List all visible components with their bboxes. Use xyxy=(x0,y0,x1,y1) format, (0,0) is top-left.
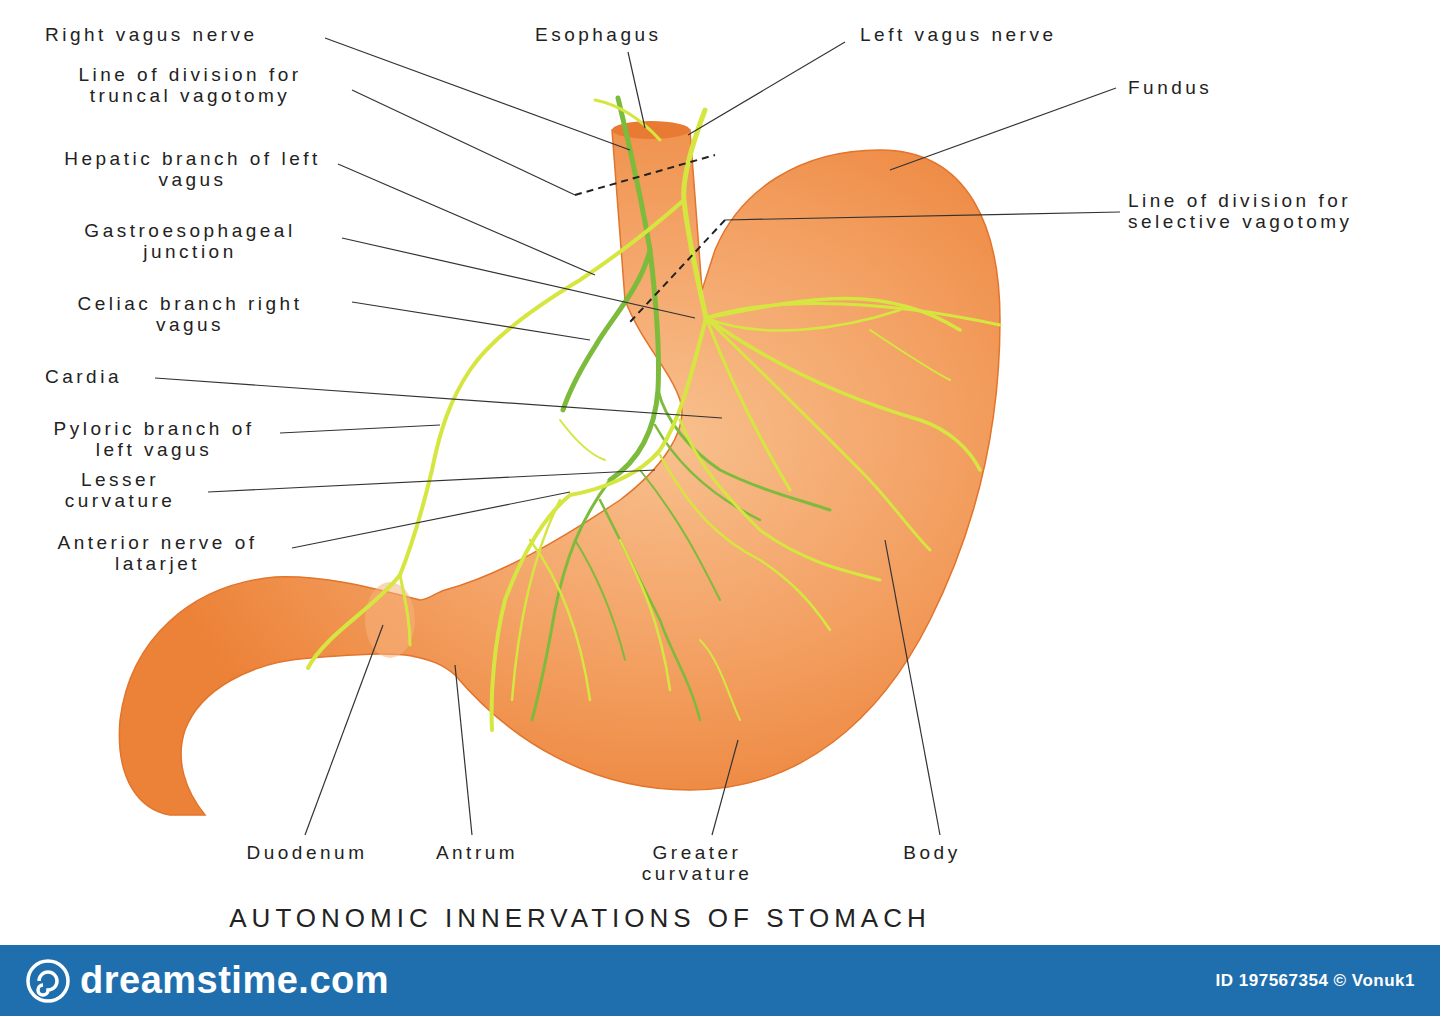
part-label: Greater curvature xyxy=(622,842,772,884)
part-label: Esophagus xyxy=(535,24,715,45)
image-id: ID 197567354 © Vonuk1 xyxy=(1060,970,1415,992)
diagram-title: AUTONOMIC INNERVATIONS OF STOMACH xyxy=(100,903,1060,933)
division-label: Line of division for truncal vagotomy xyxy=(35,64,345,106)
part-label: Right vagus nerve xyxy=(45,24,375,45)
part-label: Anterior nerve of latarjet xyxy=(50,532,265,574)
footer-bar xyxy=(0,945,1440,1016)
brand-logo xyxy=(28,961,68,1001)
part-label: Antrum xyxy=(402,842,552,863)
division-line xyxy=(575,155,725,322)
left-vagus-nerves xyxy=(308,100,1000,730)
part-label: Pyloric branch of left vagus xyxy=(48,418,260,460)
watermark-brand: dreamstime.com xyxy=(80,958,500,1002)
part-label: Duodenum xyxy=(222,842,392,863)
part-label: Gastroesophageal junction xyxy=(45,220,335,262)
division-label: Line of division for selective vagotomy xyxy=(1128,190,1433,232)
part-label: Left vagus nerve xyxy=(860,24,1160,45)
part-label: Body xyxy=(872,842,992,863)
part-label: Celiac branch right vagus xyxy=(45,293,335,335)
part-label: Cardia xyxy=(45,366,245,387)
part-label: Fundus xyxy=(1128,77,1328,98)
part-label: Lesser curvature xyxy=(45,469,195,511)
part-label: Hepatic branch of left vagus xyxy=(60,148,325,190)
